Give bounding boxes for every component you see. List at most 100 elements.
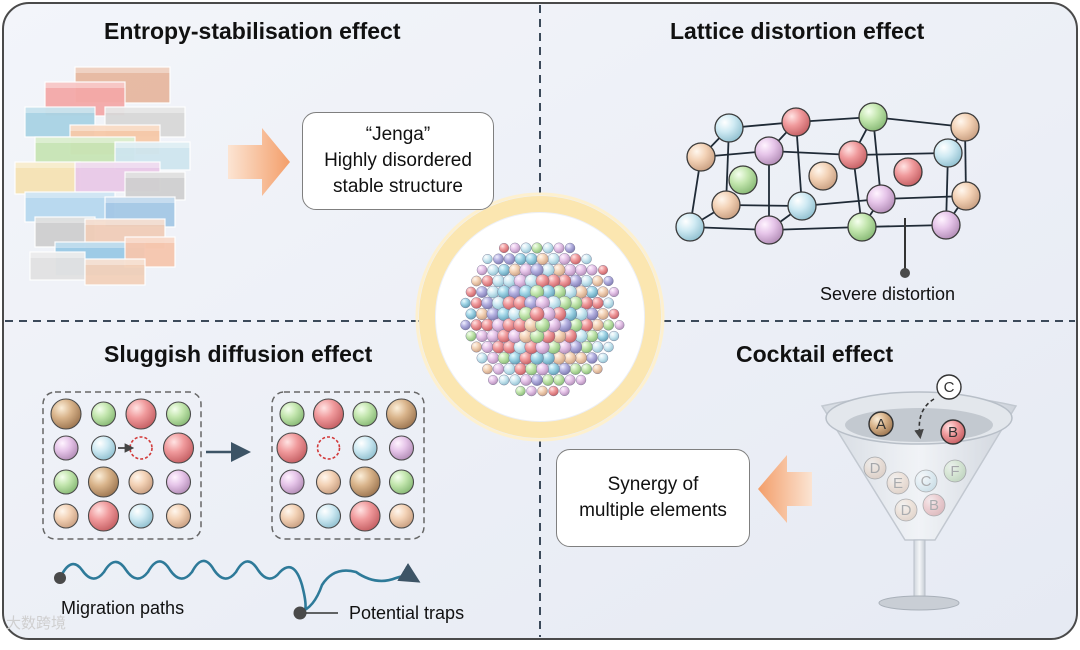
jenga-box-line-3: stable structure [333,176,463,197]
center-ring [419,196,661,438]
migration-paths-label: Migration paths [61,598,185,618]
sphere-atom [509,374,521,386]
sphere-atom [526,385,537,397]
sphere-atom [492,274,505,288]
grid-atom [312,398,345,430]
lattice-atom [931,210,961,240]
sphere-atom [470,297,483,309]
sphere-atom [492,340,505,354]
sphere-atom [574,351,588,365]
sphere-atom [558,253,571,265]
jenga-block [84,258,146,286]
sphere-atom [488,375,498,385]
sphere-atom [503,253,516,265]
lattice-atom [754,136,784,166]
sphere-atom [476,286,488,298]
sphere-atom [602,319,615,331]
lattice-atom [754,215,784,245]
sphere-atom [529,306,545,322]
sphere-atom [597,330,609,342]
sphere-atom [591,296,604,310]
lattice-atom [893,157,923,187]
lattice-atom [866,184,896,214]
grid-atom [90,435,117,461]
grid-atom [165,469,192,495]
jenga-block-highlight [85,259,145,265]
grid-atom [53,503,79,529]
sphere-atom [597,308,609,320]
synergy-box: Synergy of multiple elements [556,449,750,547]
faded-element-letter: D [870,460,881,477]
sphere-atom [493,253,504,265]
faded-element: E [886,471,910,495]
sphere-atom [597,286,609,298]
lattice-atom [858,102,888,132]
jenga-block [29,251,86,281]
sphere-atom [575,264,587,276]
grid-atom [315,469,342,495]
sphere-atom [471,275,482,287]
lattice-title: Lattice distortion effect [670,18,925,44]
lattice-atom [714,113,744,143]
sphere-atom [592,363,603,375]
sphere-atom [460,297,471,309]
grid-after [276,398,418,532]
jenga-block-highlight [25,192,115,198]
jenga-block-highlight [105,107,185,113]
lattice-atom [808,161,838,191]
grid-after-frame [271,391,425,540]
grid-atom [388,503,415,529]
sphere-atom [559,385,570,397]
sphere-atom [547,252,560,266]
grid-atom [388,435,415,461]
jenga-block-highlight [30,252,85,258]
jenga-block [124,171,186,201]
sphere-atom [531,242,543,254]
grid-atom [87,500,120,532]
lattice-atom [728,165,758,195]
entropy-title: Entropy-stabilisation effect [104,18,401,44]
sphere-atom [520,374,532,386]
sphere-atom [475,307,489,321]
grid-atom [276,432,308,464]
sphere-atom [470,319,483,331]
severe-distortion-label: Severe distortion [820,284,956,304]
lattice-bond [768,226,863,231]
cocktail-arrow [758,455,812,523]
lattice-atom [838,140,868,170]
jenga-box: “Jenga” Highly disordered stable structu… [302,112,494,210]
synergy-box-line-2: multiple elements [579,500,727,521]
sphere-atom [498,374,510,386]
lattice-atom [787,191,817,221]
grid-atom [165,503,192,529]
jenga-block-highlight [55,242,145,248]
element-b-letter: B [948,424,958,441]
sphere-atom [515,385,526,397]
watermark: 大数跨境 [6,615,67,632]
sphere-atom [482,254,493,264]
grid-atom [128,503,154,529]
sphere-atom [531,374,543,386]
grid-atom [279,401,305,427]
sphere-atom [569,363,582,375]
faded-element: C [914,469,938,493]
sphere-atom [581,363,592,375]
sphere-atom [497,351,511,365]
faded-element: D [894,498,918,522]
sphere-atom [563,263,577,277]
element-c-circle [936,374,962,400]
cocktail-title: Cocktail effect [736,341,894,367]
grid-atom [349,466,381,498]
faded-element-circle [914,469,938,493]
sphere-atom [558,362,571,376]
migration-wave [58,559,421,614]
sphere-atom [514,362,527,376]
sphere-atom [603,341,614,353]
faded-element: D [863,456,887,480]
sphere-atom [585,329,599,343]
sphere-atom [603,297,614,309]
grid-atom [352,435,378,461]
grid-atom [128,469,154,495]
lattice-bond [872,116,966,128]
